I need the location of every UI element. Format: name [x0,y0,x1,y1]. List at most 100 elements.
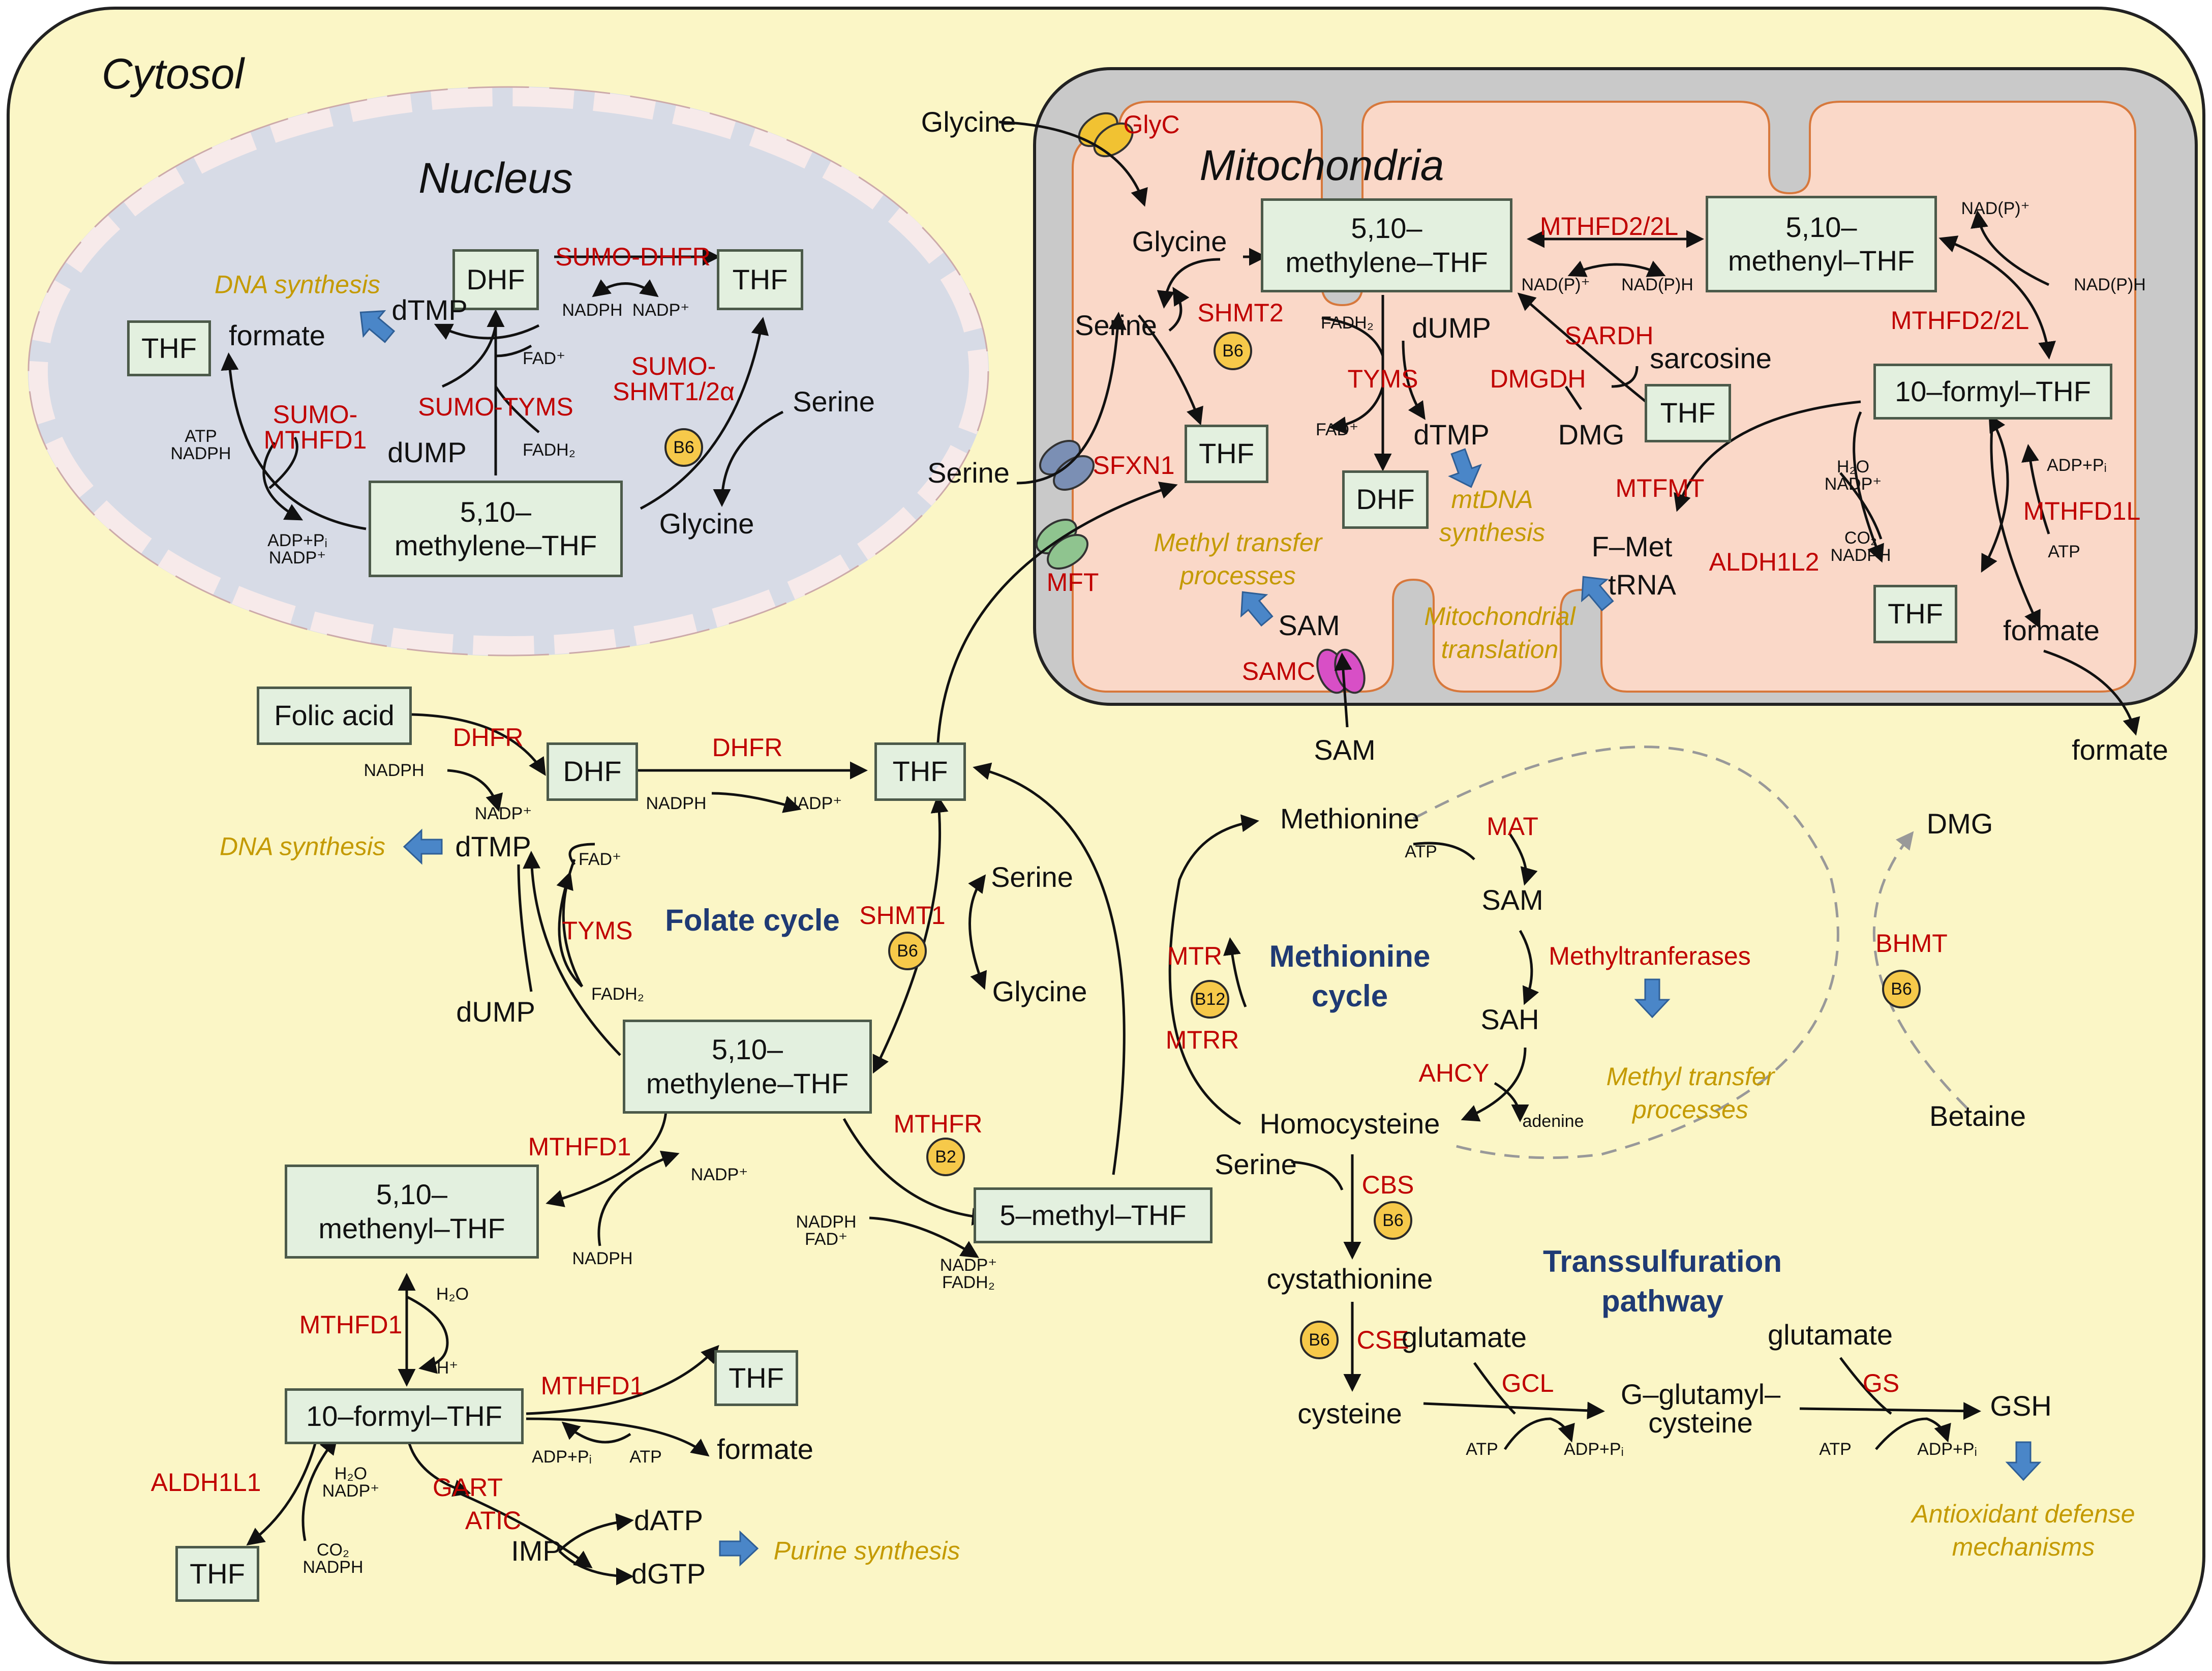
cyto-dhf-node: DHF [547,742,638,801]
nucleus-sumo-tyms: SUMO-TYMS [418,393,573,421]
met-bhmt: BHMT [1875,929,1948,958]
mito-glycine: Glycine [1132,225,1227,257]
ts-cystathionine: cystathionine [1266,1263,1433,1295]
cyto-nadp-fadh2: NADP⁺ FADH₂ [940,1256,997,1292]
mito-methenyl-thf-node: 5,10– methenyl–THF [1706,196,1937,292]
mito-formate-outside: formate [2072,734,2168,766]
nucleus-pores [28,87,988,655]
cyto-purine-synthesis: Purine synthesis [773,1536,960,1565]
met-mtr: MTR [1167,942,1223,970]
cyto-h2o: H₂O [436,1285,469,1304]
ts-gcl: GCL [1501,1369,1554,1397]
mito-dump: dUMP [1412,312,1491,344]
met-atp: ATP [1405,842,1437,861]
met-mtrr: MTRR [1165,1026,1239,1054]
mito-dhf-node: DHF [1342,470,1429,529]
mito-dmgdh: DMGDH [1490,365,1586,393]
cyto-dump: dUMP [456,996,535,1028]
ts-serine: Serine [1215,1148,1297,1180]
cyto-thf-bottom-node: THF [175,1546,259,1602]
met-methyltransferases: Methyltranferases [1549,942,1751,970]
mito-formyl-thf-node: 10–formyl–THF [1873,364,2112,420]
nucleus-fad: FAD⁺ [522,349,566,368]
cyto-methylene-thf-node: 5,10– methylene–THF [623,1020,872,1114]
ts-adp-2: ADP+Pᵢ [1917,1440,1977,1459]
met-betaine: Betaine [1929,1100,2026,1132]
nucleus-dna-synthesis: DNA synthesis [214,270,381,299]
mito-sardh: SARDH [1564,321,1654,350]
cyto-dhfr-2: DHFR [712,733,783,762]
mito-fadh2: FADH₂ [1321,313,1374,333]
nucleus-nadp: NADP⁺ [632,301,690,320]
methionine: Methionine [1280,802,1419,834]
nucleus-formate: formate [229,319,325,351]
mito-mthfd2-top: MTHFD2/2L [1539,212,1679,241]
ts-g-glutamyl-cysteine: G–glutamyl– cysteine [1620,1378,1781,1439]
cyto-shmt1: SHMT1 [859,901,946,930]
cyto-datp: dATP [634,1504,703,1536]
cyto-aldh1l1: ALDH1L1 [150,1468,261,1497]
mito-trna: tRNA [1608,569,1676,601]
ts-gsh: GSH [1990,1390,2052,1422]
cyto-nadph-1: NADPH [363,761,425,780]
nucleus-envelope [28,86,989,656]
cyto-fadh2: FADH₂ [591,984,644,1004]
met-b12-cofactor: B12 [1191,980,1229,1019]
mito-sfxn1-label: SFXN1 [1093,451,1175,480]
mito-glycine-outside: Glycine [921,106,1016,138]
nucleus-serine: Serine [793,385,875,417]
cyto-thf-right-node: THF [714,1350,798,1406]
cyto-tyms: TYMS [562,916,633,945]
cyto-dgtp: dGTP [631,1558,706,1590]
mito-formate: formate [2003,614,2100,646]
mito-methyl-transfer: Methyl transfer processes [1154,528,1322,590]
mito-sam-outside: SAM [1314,734,1376,766]
glyc-transporter [1078,112,1134,158]
mito-tyms: TYMS [1347,365,1418,393]
nucleus-methylene-thf-node: 5,10– methylene–THF [369,481,623,577]
ts-atp-2: ATP [1819,1440,1852,1459]
ts-glutamate-1: glutamate [1402,1321,1527,1353]
nucleus-sumo-mthfd1: SUMO- MTHFD1 [263,400,367,454]
met-b6-cofactor: B6 [1882,970,1921,1008]
cyto-folic-acid-node: Folic acid [257,687,412,745]
methionine-cycle-label: Methionine cycle [1269,939,1431,1013]
cyto-nadph-fad: NADPH FAD⁺ [796,1212,857,1249]
nucleus-b6-cofactor: B6 [664,428,703,467]
nucleus-sumo-dhfr: SUMO-DHFR [555,243,711,271]
folate-cycle-label: Folate cycle [665,903,840,937]
mito-serine: Serine [1075,309,1157,341]
cyto-mthfd1-b: MTHFD1 [299,1310,403,1339]
ts-atp-1: ATP [1466,1440,1498,1459]
cyto-mthfd1-a: MTHFD1 [528,1132,631,1161]
cyto-fad: FAD⁺ [578,850,622,869]
cyto-5-methyl-thf-node: 5–methyl–THF [974,1187,1213,1243]
ts-gs: GS [1862,1369,1900,1397]
mito-h2o-nadp: H₂O NADP⁺ [1824,457,1882,494]
cyto-thf-node: THF [874,742,966,801]
cyto-serine: Serine [991,861,1073,893]
mito-translation: Mitochondrial translation [1424,602,1575,664]
mito-adp-pi: ADP+Pᵢ [2047,456,2107,475]
nucleus-sumo-shmt: SUMO- SHMT1/2α [612,352,735,406]
cyto-dhfr-1: DHFR [452,723,524,752]
mito-b6-cofactor: B6 [1214,332,1252,370]
cyto-atp: ATP [629,1447,662,1467]
mito-shmt2: SHMT2 [1197,299,1284,327]
ts-adp-1: ADP+Pᵢ [1564,1440,1624,1459]
cyto-nadp-1: NADP⁺ [474,804,532,823]
mito-mtfmt: MTFMT [1615,474,1705,502]
cyto-h2o-nadp: H₂O NADP⁺ [322,1464,380,1501]
mito-dmg: DMG [1558,419,1625,451]
mito-fmet: F–Met [1591,530,1673,562]
cyto-gart: GART [433,1473,503,1502]
met-sah: SAH [1480,1003,1539,1035]
transsulfuration-label: Transsulfuration pathway [1542,1244,1782,1318]
mft-transporter [1035,518,1089,570]
cyto-imp: IMP [511,1535,562,1567]
ts-antioxidant: Antioxidant defense mechanisms [1912,1500,2135,1561]
met-ahcy: AHCY [1418,1059,1490,1087]
cyto-methenyl-thf-node: 5,10– methenyl–THF [285,1165,539,1259]
nucleus-glycine: Glycine [659,508,754,540]
cyto-formate: formate [717,1433,813,1465]
